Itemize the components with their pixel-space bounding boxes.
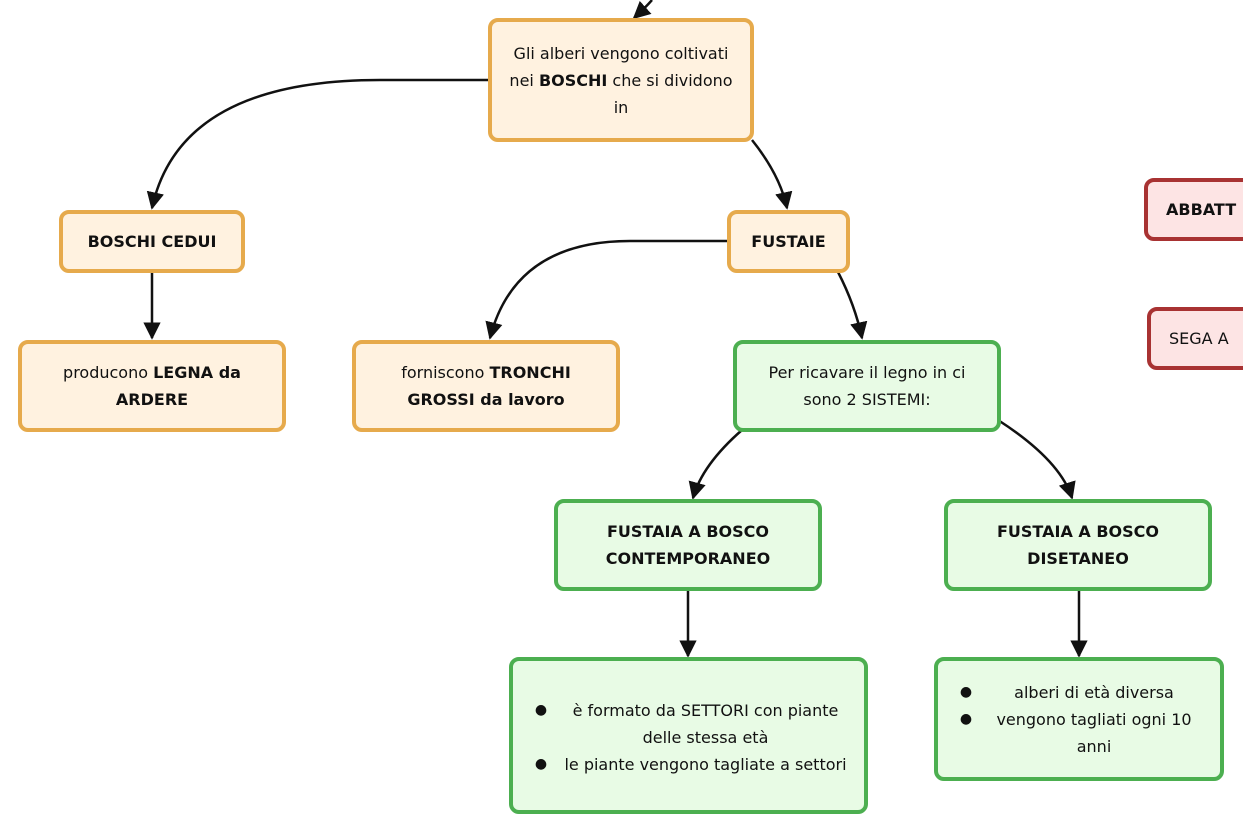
node-disetaneo-label: FUSTAIA A BOSCO DISETANEO [996, 522, 1160, 568]
node-fustaie[interactable]: FUSTAIE [727, 210, 850, 273]
node-diversa-list: ● alberi di età diversa ● vengono taglia… [952, 679, 1208, 760]
node-tronchi-text-bold: TRONCHI GROSSI da lavoro [407, 363, 571, 409]
list-item: ● le piante vengono tagliate a settori [527, 751, 856, 778]
list-item: ● alberi di età diversa [952, 679, 1208, 706]
node-legna-text-bold: LEGNA da ARDERE [115, 363, 241, 409]
node-root-text-post: che si dividono in [607, 70, 733, 117]
node-legna-text-pre: producono [63, 363, 154, 382]
node-settori[interactable]: ● è formato da SETTORI con piante delle … [509, 657, 868, 814]
node-legna[interactable]: producono LEGNA da ARDERE [18, 340, 286, 432]
node-sistemi[interactable]: Per ricavare il legno in ci sono 2 SISTE… [733, 340, 1001, 432]
edge-root-to-fustaie [751, 139, 793, 210]
node-root-text-bold: BOSCHI [538, 70, 608, 90]
node-boschi-cedui[interactable]: BOSCHI CEDUI [59, 210, 245, 273]
list-item: ● è formato da SETTORI con piante delle … [527, 697, 856, 751]
edge-fustaie-to-tronchi [485, 239, 727, 340]
node-contemporaneo[interactable]: FUSTAIA A BOSCO CONTEMPORANEO [554, 499, 822, 591]
node-boschi-cedui-label: BOSCHI CEDUI [87, 232, 217, 251]
node-sistemi-text: Per ricavare il legno in ci sono 2 SISTE… [768, 363, 966, 409]
edge-fustaie-to-sistemi [836, 271, 868, 340]
node-abbatt-label: ABBATT [1166, 200, 1237, 219]
bullet-icon: ● [959, 710, 973, 727]
node-settori-list: ● è formato da SETTORI con piante delle … [527, 697, 856, 778]
node-abbatt-partial[interactable]: ABBATT [1144, 178, 1243, 241]
bullet-icon: ● [959, 683, 973, 700]
node-tronchi-text: forniscono TRONCHI GROSSI da lavoro [384, 359, 588, 413]
node-disetaneo[interactable]: FUSTAIA A BOSCO DISETANEO [944, 499, 1212, 591]
bullet-icon: ● [534, 702, 548, 718]
list-item-text: è formato da SETTORI con piante delle st… [572, 701, 839, 747]
node-tronchi-text-pre: forniscono [401, 363, 490, 382]
edge-root-to-boschi-cedui [146, 78, 488, 210]
bullet-icon: ● [534, 756, 548, 772]
node-root[interactable]: Gli alberi vengono coltivati nei BOSCHI … [488, 18, 754, 142]
edge-sistemi-to-disetaneo [997, 418, 1076, 500]
node-contemporaneo-label: FUSTAIA A BOSCO CONTEMPORANEO [605, 522, 771, 568]
edge-sistemi-to-contemporaneo [688, 429, 743, 500]
node-sega-partial[interactable]: SEGA A [1147, 307, 1243, 370]
node-root-text: Gli alberi vengono coltivati nei BOSCHI … [502, 40, 740, 121]
node-legna-text: producono LEGNA da ARDERE [50, 359, 254, 413]
list-item-text: alberi di età diversa [1014, 682, 1174, 702]
edge-into-root [632, 0, 653, 20]
node-fustaie-label: FUSTAIE [751, 232, 826, 251]
node-root-text-pre: Gli alberi vengono coltivati nei [509, 43, 729, 90]
node-tronchi[interactable]: forniscono TRONCHI GROSSI da lavoro [352, 340, 620, 432]
node-diversa[interactable]: ● alberi di età diversa ● vengono taglia… [934, 657, 1224, 781]
node-sega-label: SEGA A [1169, 329, 1229, 348]
list-item-text: vengono tagliati ogni 10 anni [996, 709, 1192, 756]
list-item-text: le piante vengono tagliate a settori [564, 755, 847, 774]
list-item: ● vengono tagliati ogni 10 anni [952, 706, 1208, 760]
